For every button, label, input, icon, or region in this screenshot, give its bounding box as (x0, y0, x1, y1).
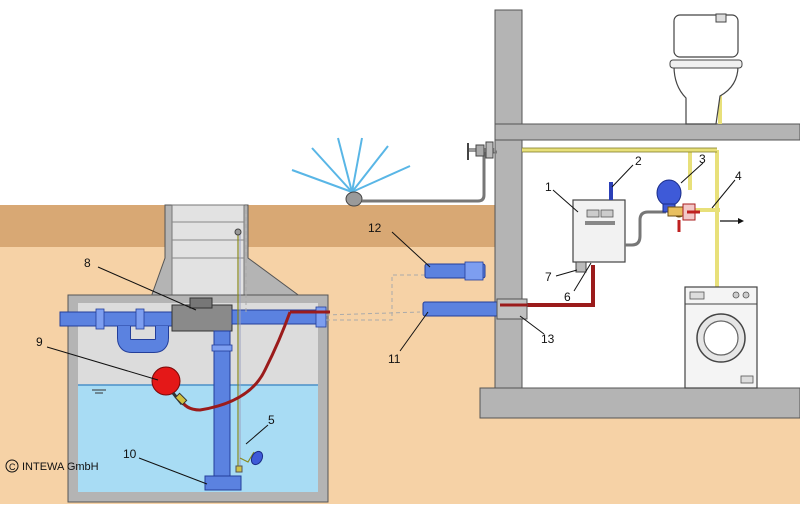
copyright-text: INTEWA GmbH (22, 461, 99, 473)
outside-tap (467, 141, 495, 160)
calm-inlet (204, 475, 242, 491)
label-9: 9 (36, 335, 43, 349)
label-6: 6 (564, 290, 571, 304)
expansion-tank-blue (656, 179, 682, 207)
expansion-vessel (656, 179, 744, 232)
label-8: 8 (84, 256, 91, 270)
outside-pipes (422, 261, 528, 320)
cistern-pipework (59, 228, 330, 491)
label-2: 2 (635, 154, 642, 168)
tank-water (78, 385, 318, 492)
wall-sleeve-13 (496, 298, 528, 320)
pump-sensor-blue (609, 182, 613, 200)
label-11: 11 (388, 352, 401, 366)
spray-lines (291, 137, 411, 193)
upper-floor-slab (494, 123, 800, 141)
sprinkler (291, 137, 497, 207)
washing-machine (684, 286, 758, 389)
label-13: 13 (541, 332, 555, 346)
building (479, 0, 800, 419)
label-10: 10 (123, 447, 137, 461)
toilet-cistern (673, 14, 739, 58)
dashed-connections (245, 205, 425, 321)
suction-line (500, 265, 595, 307)
label-4: 4 (735, 169, 742, 183)
leader-lines (46, 162, 736, 485)
floating-suction-ball (151, 366, 181, 396)
inflow-pipe (59, 311, 173, 327)
pump-housing (572, 199, 626, 263)
pipe-11 (422, 301, 504, 317)
basement-floor-slab (479, 387, 800, 419)
sprinkler-head (345, 191, 363, 207)
label-5: 5 (268, 413, 275, 427)
label-3: 3 (699, 152, 706, 166)
copyright-notice: © C INTEWA GmbH (5, 459, 99, 473)
shaft-rungs (172, 221, 244, 259)
number-labels: 1 2 3 4 5 6 7 8 9 10 11 12 13 (36, 152, 742, 461)
label-12: 12 (368, 221, 382, 235)
house-wall (494, 9, 523, 389)
access-shaft (171, 204, 245, 296)
label-1: 1 (545, 180, 552, 194)
pump-control-unit (572, 182, 666, 273)
level-float-switch (250, 450, 264, 466)
garden-supply-pipe (362, 150, 497, 203)
filter-housing (171, 304, 233, 332)
label-7: 7 (545, 270, 552, 284)
toilet (669, 13, 743, 125)
svg-text:C: C (9, 462, 16, 472)
toilet-bowl (673, 65, 739, 125)
